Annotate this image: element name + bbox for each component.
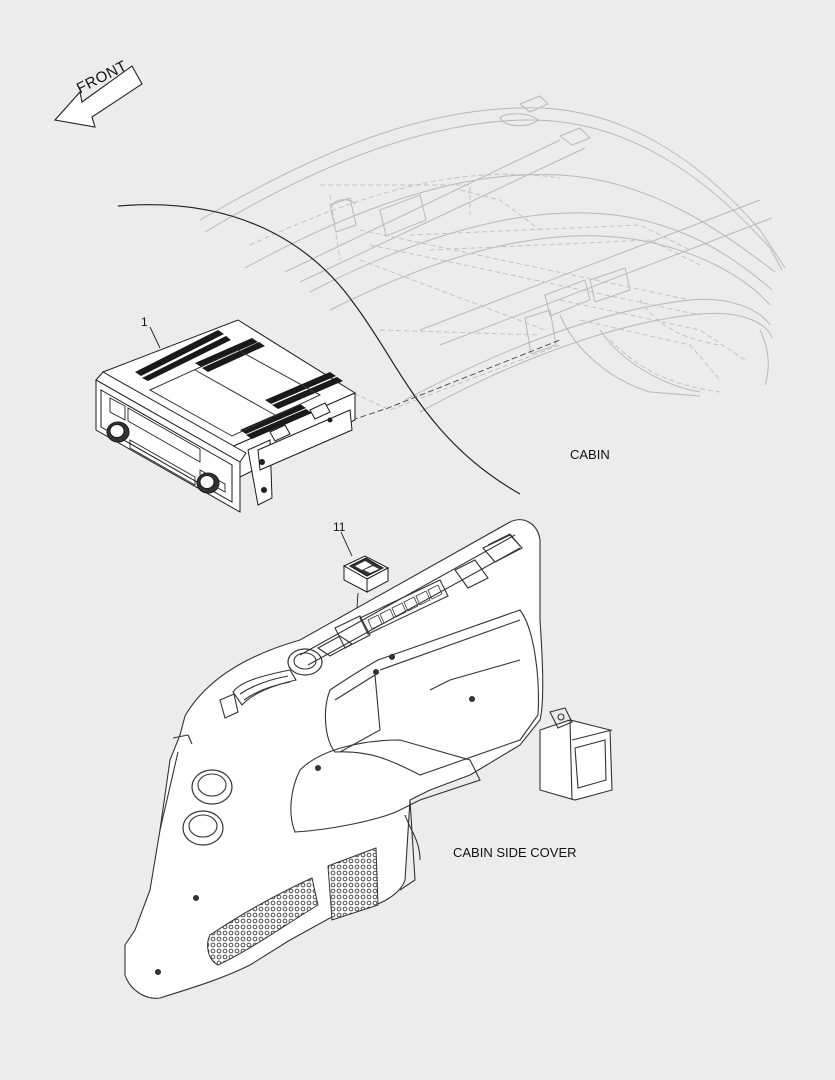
callout-radio: 1 [141, 315, 148, 329]
cutaway-curve [117, 204, 521, 495]
callout-1-leader [149, 326, 161, 349]
cabin-roof [199, 95, 786, 413]
front-arrow-icon [53, 65, 143, 128]
radio-leader-line [351, 339, 561, 421]
cabin-hidden-lines [249, 173, 746, 411]
callout-11-leader [340, 531, 353, 557]
speaker-grilles [207, 847, 379, 966]
callout-switch: 11 [333, 520, 346, 534]
cabin-side-cover [124, 519, 613, 999]
radio-unit [95, 319, 357, 513]
cabin-side-cover-label: CABIN SIDE COVER [453, 845, 577, 860]
cabin-label: CABIN [570, 447, 610, 462]
switch-unit [342, 555, 390, 623]
